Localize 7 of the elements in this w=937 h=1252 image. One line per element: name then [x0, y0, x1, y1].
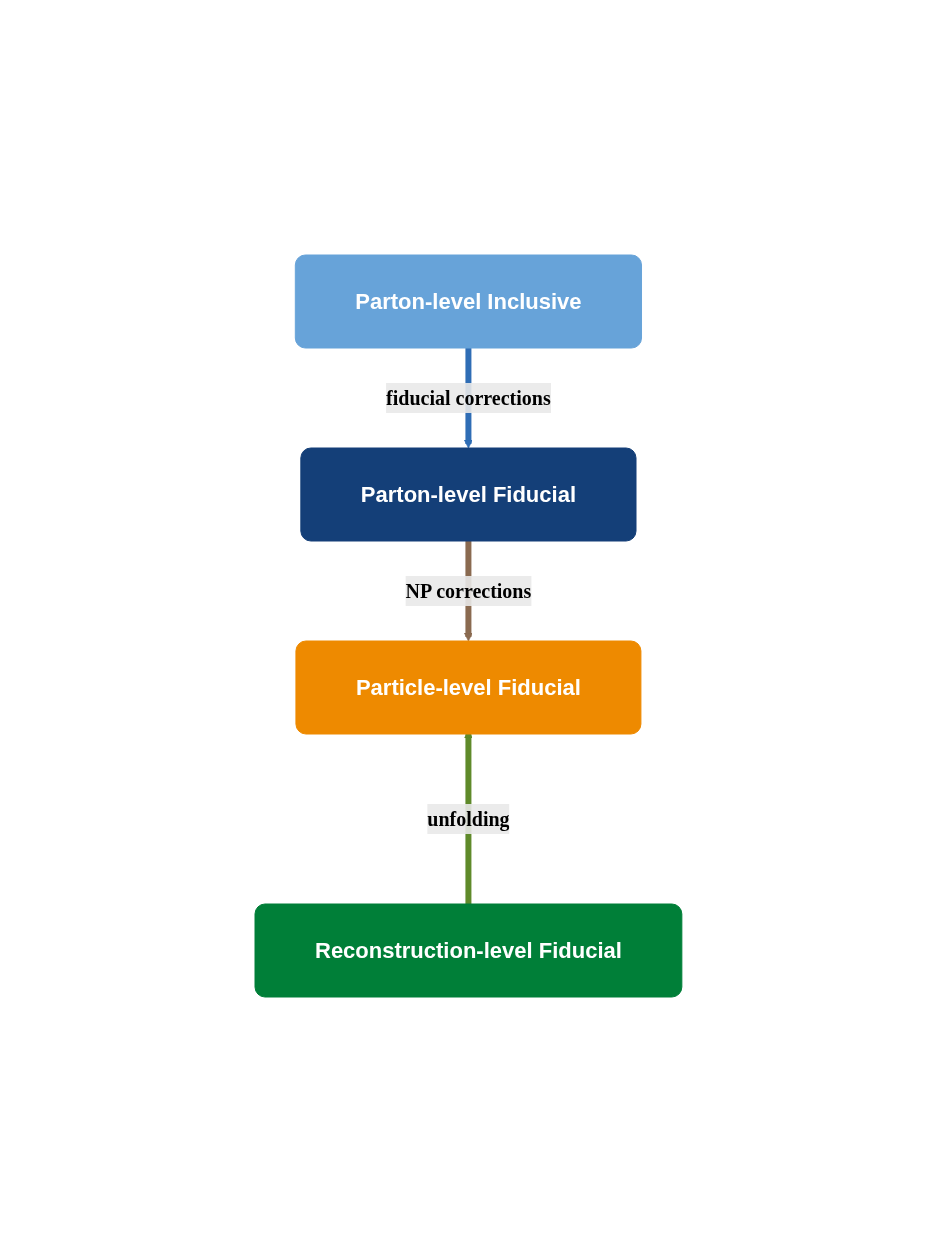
node-box: Parton-level Inclusive — [294, 254, 643, 349]
node-box: Reconstruction-level Fiducial — [254, 903, 683, 998]
edge-label: fiducial corrections — [386, 387, 551, 409]
node-box: Parton-level Fiducial — [300, 447, 637, 542]
edge-label: unfolding — [427, 808, 510, 830]
node-box: Particle-level Fiducial — [295, 640, 642, 735]
edge-label: NP corrections — [405, 580, 532, 602]
